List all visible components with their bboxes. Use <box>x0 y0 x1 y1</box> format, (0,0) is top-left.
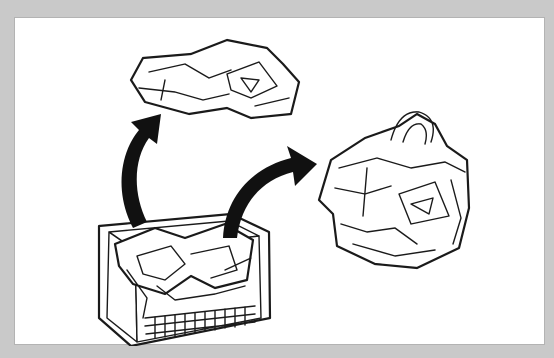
curved-arrow-icon <box>223 146 317 238</box>
sorting-laundry-illustration <box>15 18 546 346</box>
clothes-pile-icon <box>319 112 469 268</box>
illustration-panel <box>14 17 545 345</box>
curved-arrow-icon <box>122 114 161 228</box>
laundry-basket-icon <box>99 214 270 346</box>
clothes-pile-icon <box>131 40 299 118</box>
